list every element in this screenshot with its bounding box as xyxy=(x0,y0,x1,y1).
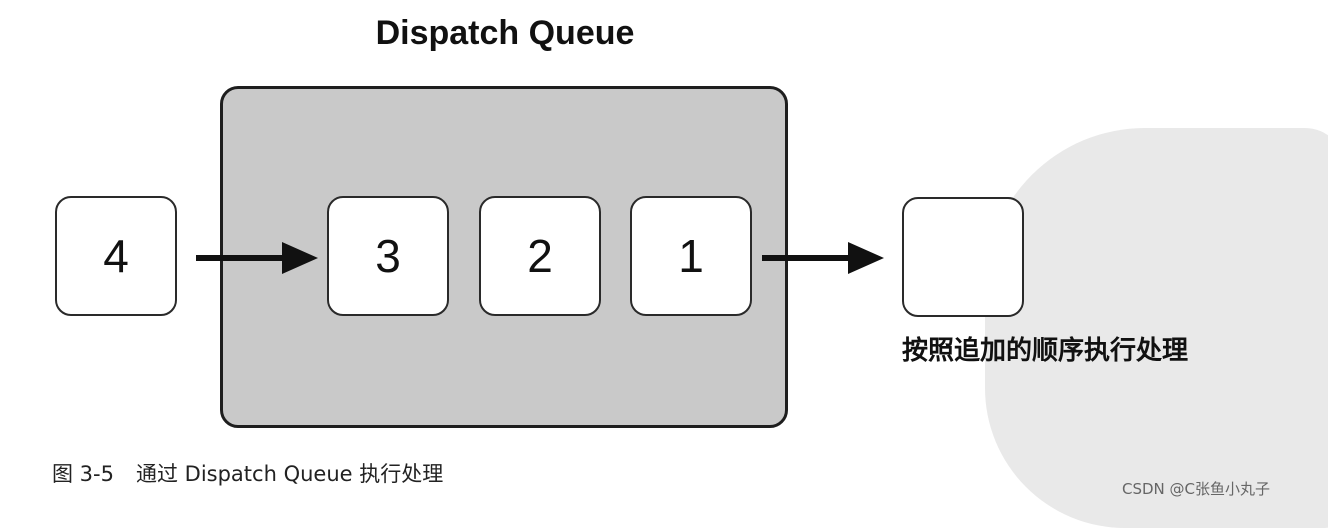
background-stamp-decoration xyxy=(985,128,1328,528)
execution-order-caption: 按照追加的顺序执行处理 xyxy=(902,336,1189,366)
figure-number: 图 3-5 xyxy=(52,462,114,486)
queued-task-box: 3 xyxy=(327,196,449,316)
incoming-task-box: 4 xyxy=(55,196,177,316)
dequeue-arrow xyxy=(762,242,884,274)
executed-task-box xyxy=(902,197,1024,317)
watermark-text: CSDN @C张鱼小丸子 xyxy=(1122,480,1271,498)
enqueue-arrow xyxy=(196,242,318,274)
figure-caption-text: 通过 Dispatch Queue 执行处理 xyxy=(135,462,444,486)
figure-caption: 图 3-5 通过 Dispatch Queue 执行处理 xyxy=(52,458,465,488)
queued-task-box: 2 xyxy=(479,196,601,316)
queued-task-box: 1 xyxy=(630,196,752,316)
diagram-title: Dispatch Queue xyxy=(375,14,635,52)
